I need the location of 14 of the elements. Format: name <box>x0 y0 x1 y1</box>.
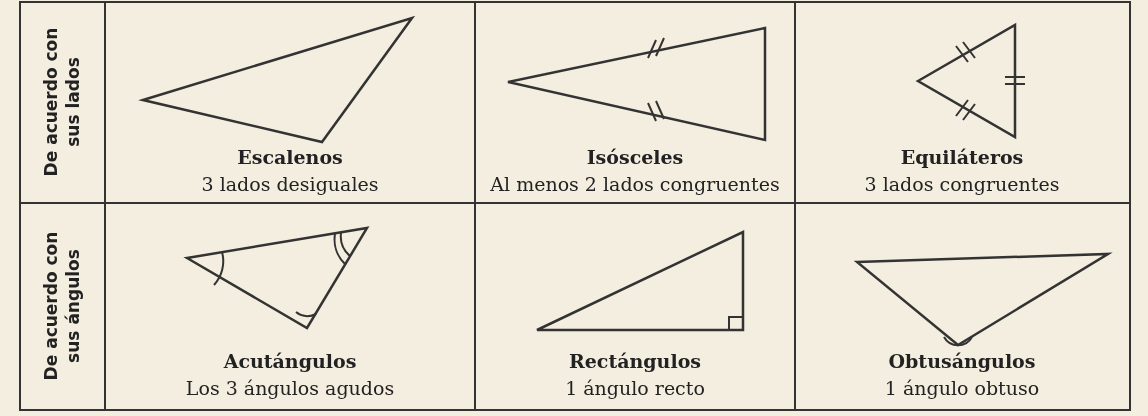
triangle-description: 3 lados congruentes <box>864 173 1060 195</box>
row-header: De acuerdo con sus ángulos <box>40 230 84 383</box>
row-header: De acuerdo con sus lados <box>40 26 84 179</box>
triangle-description: 1 ángulo recto <box>565 377 705 399</box>
triangle-type-name: Equiláteros <box>900 146 1024 168</box>
triangle-description: 1 ángulo obtuso <box>884 377 1040 399</box>
triangle-description: Al menos 2 lados congruentes <box>490 173 780 195</box>
triangle-type-name: Isósceles <box>586 146 684 168</box>
triangle-description: 3 lados desiguales <box>201 173 379 195</box>
triangle-type-name: Escalenos <box>237 146 343 168</box>
triangle-type-name: Acutángulos <box>223 350 357 372</box>
triangle-description: Los 3 ángulos agudos <box>185 377 395 399</box>
triangle-type-name: Obtusángulos <box>888 350 1036 372</box>
triangle-type-name: Rectángulos <box>569 350 701 372</box>
